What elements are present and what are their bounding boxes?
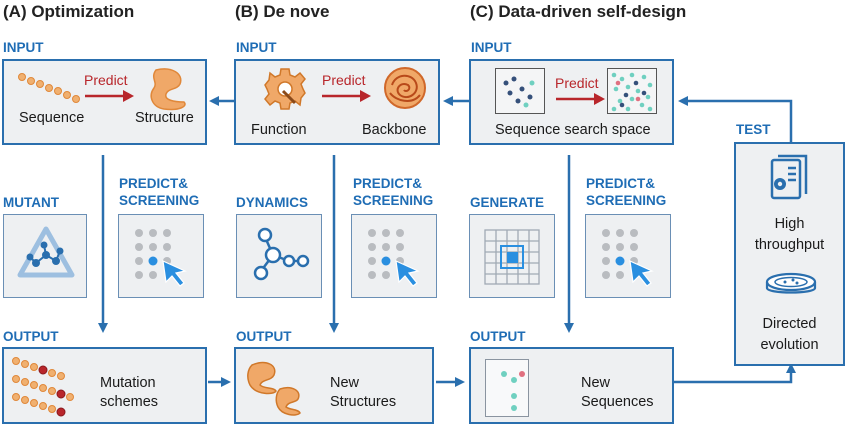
section-a-predict-text: Predict [84,72,128,88]
screening-grid-icon [368,229,420,287]
section-c-predict-text: Predict [555,75,599,91]
section-b-backbone-label: Backbone [362,122,427,138]
section-c-output-label: OUTPUT [470,329,526,344]
section-b-predict-text: Predict [322,72,366,88]
scatter-small-icon [503,76,535,108]
section-c-predict-screening-label: PREDICT&SCREENING [586,176,667,208]
section-b-predict-screening-label: PREDICT&SCREENING [353,176,434,208]
generate-grid-icon [484,229,540,285]
dynamics-panel [236,214,322,298]
section-a-mutant-label: MUTANT [3,195,59,210]
test-label: TEST [736,122,771,137]
section-a-output-label: OUTPUT [3,329,59,344]
section-a-predict-screening-label: PREDICT&SCREENING [119,176,200,208]
search-space-small [495,68,545,114]
new-sequences-plot [485,359,529,417]
section-c-screening-panel [585,214,671,298]
search-space-large [607,68,657,114]
arrow-test-to-c [678,96,793,142]
sequence-icon [18,73,80,103]
screening-grid-icon [135,229,187,287]
generate-panel [469,214,555,298]
section-b-output-label: OUTPUT [236,329,292,344]
section-a-title: (A) Optimization [3,2,135,21]
structure-icon [150,68,186,111]
section-a-sequence-label: Sequence [19,110,85,126]
scatter-large-icon [611,72,653,112]
recycle-mutant-icon [17,226,75,278]
section-c-input-box: Predict Sequence search space [469,59,674,145]
section-b-predict-arrow [322,90,371,102]
section-b-input-label: INPUT [236,40,277,55]
section-b-input-box: Predict Function Backbone [234,59,440,145]
section-a-input-box: Predict Sequence Structure [2,59,207,145]
section-c-search-space-label: Sequence search space [495,122,651,138]
section-b-title: (B) De nove [235,2,330,21]
screening-grid-icon [602,229,654,287]
section-a-input-label: INPUT [3,40,44,55]
section-a-screening-panel [118,214,204,298]
mutation-schemes-icon [12,357,74,417]
section-c-title: (C) Data-driven self-design [470,2,687,21]
mutant-panel [3,214,87,298]
section-c-input-label: INPUT [471,40,512,55]
section-c-generate-label: GENERATE [470,195,545,210]
backbone-icon [384,67,426,109]
new-sequences-scatter-icon [501,371,525,411]
petri-dish-icon [765,272,817,294]
section-a-predict-arrow [85,90,134,102]
section-b-function-label: Function [251,122,307,138]
dynamics-network-icon [253,227,310,281]
arrow-c-to-test [674,363,796,384]
section-b-dynamics-label: DYNAMICS [236,195,309,210]
section-b-screening-panel [351,214,437,298]
section-a-structure-label: Structure [135,110,194,126]
section-c-predict-arrow [556,93,605,105]
function-gear-icon [264,68,306,110]
new-structures-icon [247,361,301,416]
high-throughput-icon [770,154,808,200]
